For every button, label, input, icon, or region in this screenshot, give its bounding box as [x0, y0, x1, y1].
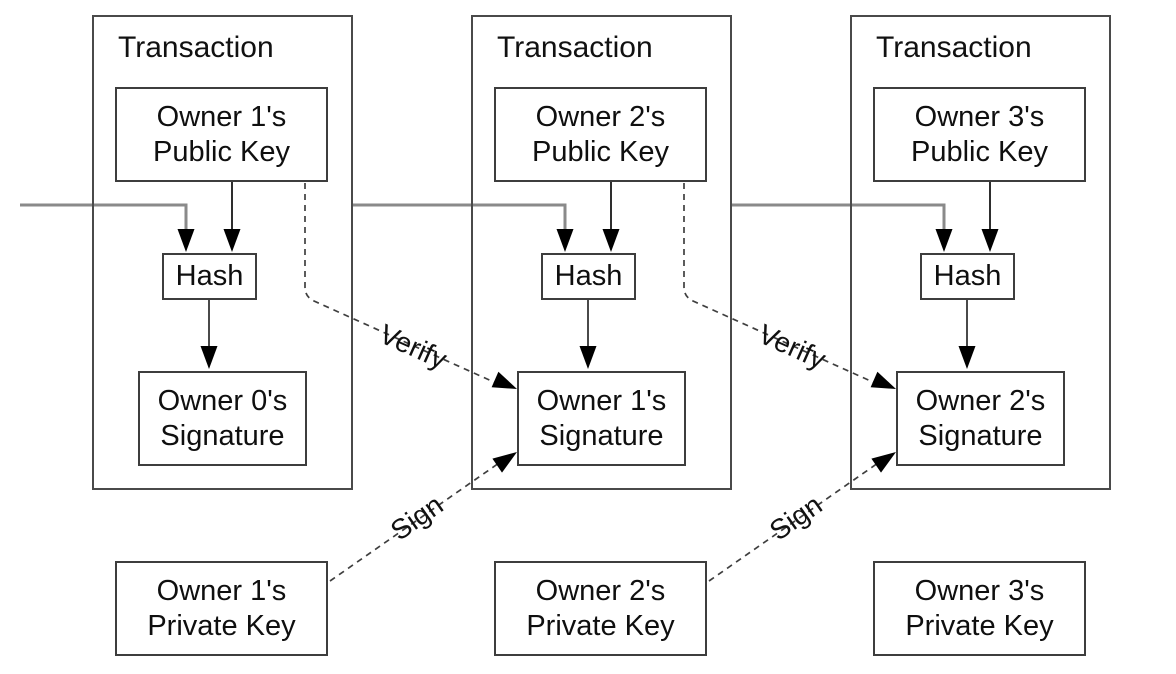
- signature-label-2: Owner 1's Signature: [537, 384, 667, 454]
- public-key-label-1: Owner 1's Public Key: [153, 100, 290, 170]
- arrowhead-chain-hash-1: [177, 229, 195, 252]
- verify-dashed-line-1: [304, 183, 497, 384]
- public-key-box-1: Owner 1's Public Key: [115, 87, 328, 182]
- signature-box-2: Owner 1's Signature: [517, 371, 686, 466]
- signature-label-1: Owner 0's Signature: [158, 384, 288, 454]
- transaction-title-1: Transaction: [118, 31, 274, 64]
- arrowhead-chain-hash-2: [556, 229, 574, 252]
- label-line: Owner 2's: [535, 100, 666, 133]
- private-key-box-1: Owner 1's Private Key: [115, 561, 328, 656]
- label-line: Signature: [539, 419, 664, 452]
- private-key-label-1: Owner 1's Private Key: [147, 574, 295, 644]
- label-line: Private Key: [905, 609, 1054, 642]
- hash-box-1: Hash: [162, 253, 257, 300]
- transaction-box-3: Transaction: [850, 15, 1111, 490]
- label-line: Public Key: [531, 135, 669, 168]
- label-line: Public Key: [152, 135, 290, 168]
- private-key-box-2: Owner 2's Private Key: [494, 561, 707, 656]
- arrowhead-verify-2: [870, 371, 896, 389]
- arrowhead-sign-1: [492, 452, 517, 473]
- label-line: Private Key: [147, 609, 296, 642]
- arrowhead-pk-hash-2: [602, 229, 620, 252]
- label-line: Owner 1's: [536, 384, 667, 417]
- public-key-label-3: Owner 3's Public Key: [911, 100, 1048, 170]
- hash-label-2: Hash: [554, 260, 623, 292]
- label-line: Owner 3's: [914, 574, 1045, 607]
- label-line: Owner 2's: [915, 384, 1046, 417]
- transaction-title-3: Transaction: [876, 31, 1032, 64]
- label-line: Signature: [918, 419, 1043, 452]
- label-line: Signature: [160, 419, 285, 452]
- label-line: Owner 1's: [156, 100, 287, 133]
- arrowhead-hash-sig-2: [579, 346, 597, 369]
- arrowhead-verify-1: [491, 371, 517, 389]
- hash-box-2: Hash: [541, 253, 636, 300]
- arrowhead-hash-sig-1: [200, 346, 218, 369]
- sign-dashed-line-1: [329, 462, 500, 582]
- hash-box-3: Hash: [920, 253, 1015, 300]
- arrowhead-pk-hash-1: [223, 229, 241, 252]
- public-key-box-3: Owner 3's Public Key: [873, 87, 1086, 182]
- hash-label-1: Hash: [175, 260, 244, 292]
- hash-label-3: Hash: [933, 260, 1002, 292]
- public-key-label-2: Owner 2's Public Key: [532, 100, 669, 170]
- label-line: Public Key: [910, 135, 1048, 168]
- arrowhead-hash-sig-3: [958, 346, 976, 369]
- private-key-label-2: Owner 2's Private Key: [526, 574, 674, 644]
- label-line: Owner 0's: [157, 384, 288, 417]
- private-key-box-3: Owner 3's Private Key: [873, 561, 1086, 656]
- sign-dashed-line-2: [708, 462, 879, 582]
- label-line: Owner 3's: [914, 100, 1045, 133]
- public-key-box-2: Owner 2's Public Key: [494, 87, 707, 182]
- transaction-box-1: Transaction: [92, 15, 353, 490]
- label-line: Private Key: [526, 609, 675, 642]
- signature-label-3: Owner 2's Signature: [916, 384, 1046, 454]
- arrowhead-pk-hash-3: [981, 229, 999, 252]
- verify-dashed-line-2: [683, 183, 876, 384]
- private-key-label-3: Owner 3's Private Key: [905, 574, 1053, 644]
- chain-line-tx1-to-tx2: [353, 203, 567, 231]
- transaction-title-2: Transaction: [497, 31, 653, 64]
- arrowhead-chain-hash-3: [935, 229, 953, 252]
- label-line: Owner 2's: [535, 574, 666, 607]
- arrowhead-sign-2: [871, 452, 896, 473]
- chain-line-tx2-to-tx3: [732, 203, 946, 231]
- signature-box-1: Owner 0's Signature: [138, 371, 307, 466]
- signature-box-3: Owner 2's Signature: [896, 371, 1065, 466]
- label-line: Owner 1's: [156, 574, 287, 607]
- transaction-box-2: Transaction: [471, 15, 732, 490]
- chain-line-into-tx1: [20, 203, 188, 231]
